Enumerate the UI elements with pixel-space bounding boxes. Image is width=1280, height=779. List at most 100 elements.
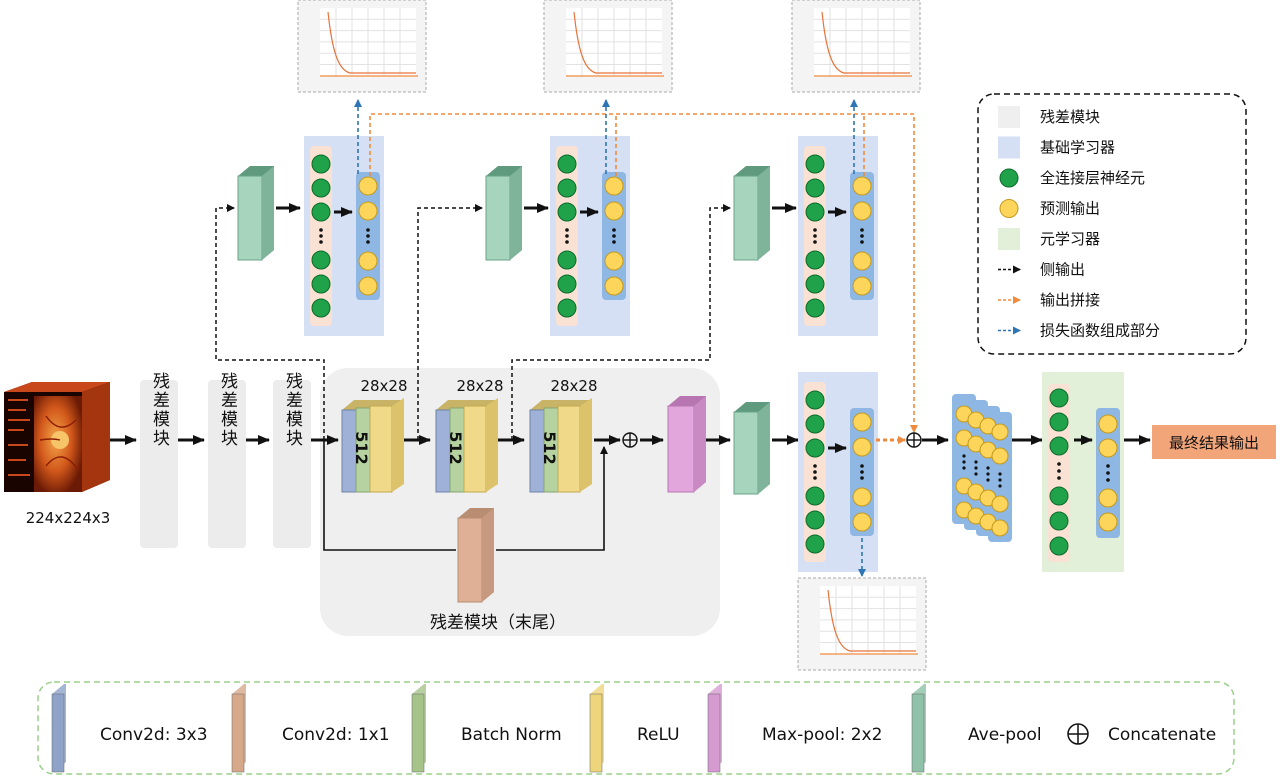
legend-bottom-item: Max-pool: 2x2 (707, 684, 882, 773)
neuron-node (311, 298, 331, 318)
residual-tail-label: 残差模块（末尾） (430, 613, 566, 633)
legend-swatch (231, 693, 245, 773)
prediction-node (852, 201, 872, 221)
final-output-box: 最终结果输出 (1152, 425, 1276, 459)
ellipsis-dot (565, 240, 569, 244)
legend-bottom-item: Conv2d: 3x3 (51, 684, 208, 773)
legend-right-item: 损失函数组成部分 (998, 322, 1160, 340)
prediction-node (852, 437, 872, 457)
legend-bottom-label: Conv2d: 3x3 (100, 725, 208, 745)
ellipsis-dot (860, 240, 864, 244)
residual-block-3: 残差模块 (273, 372, 311, 548)
loss-curve (821, 11, 910, 74)
legend-right-label: 元学习器 (1040, 230, 1100, 248)
legend-right-item: 侧输出 (998, 261, 1085, 279)
prediction-node (358, 201, 378, 221)
stacked-predictions (952, 394, 1012, 542)
neuron-node (311, 154, 331, 174)
neuron-node (805, 250, 825, 270)
legend-bottom-label: Max-pool: 2x2 (762, 725, 882, 745)
loss-lines (354, 99, 866, 577)
loss-chart-2 (543, 0, 673, 93)
prediction-node (358, 276, 378, 296)
neuron-node (805, 202, 825, 222)
legend-bottom-item: Concatenate (1067, 723, 1216, 745)
neuron-node (311, 178, 331, 198)
legend-bottom-label: Ave-pool (968, 725, 1042, 745)
ellipsis-dot (1057, 469, 1061, 473)
neuron-node (805, 298, 825, 318)
legend-bottom-label: Conv2d: 1x1 (282, 725, 390, 745)
prediction-node (852, 251, 872, 271)
base-learner-4 (798, 372, 878, 572)
base-learner-1 (304, 136, 384, 336)
legend-bottom-item: Conv2d: 1x1 (231, 684, 390, 773)
legend-right-label: 残差模块 (1040, 108, 1100, 126)
final-output-label: 最终结果输出 (1169, 434, 1259, 452)
neuron-node (557, 250, 577, 270)
neuron-node (311, 274, 331, 294)
legend-right-item: 残差模块 (998, 106, 1100, 128)
legend-right-item: 全连接层神经元 (999, 168, 1145, 188)
legend-swatch (998, 106, 1020, 128)
legend-swatch (998, 136, 1020, 159)
ellipsis-dot (366, 234, 370, 238)
input-size-label: 224x224x3 (26, 509, 111, 527)
prediction-node (358, 251, 378, 271)
avepool-side-1 (237, 166, 274, 261)
ellipsis-dot (860, 234, 864, 238)
ellipsis-dot (565, 228, 569, 232)
ellipsis-dot (998, 472, 1002, 476)
ellipsis-dot (813, 470, 817, 474)
legend-bottom-item: ReLU (589, 684, 680, 773)
neuron-node (805, 414, 825, 434)
legend-swatch (411, 693, 425, 773)
base-learner-2 (550, 136, 630, 336)
prediction-node (604, 276, 624, 296)
ellipsis-dot (1106, 478, 1110, 482)
meta-prediction-node (1098, 414, 1118, 434)
neuron-node (557, 154, 577, 174)
skip-connection (323, 440, 608, 551)
ellipsis-dot (565, 234, 569, 238)
meta-prediction-node (1098, 438, 1118, 458)
legend-right-item: 元学习器 (998, 228, 1100, 250)
residual-block-2-label: 残差模块 (217, 372, 238, 448)
avepool-side-2 (485, 166, 522, 261)
ellipsis-dot (860, 464, 864, 468)
legend-bottom-label: Concatenate (1108, 725, 1216, 745)
prediction-node (852, 512, 872, 532)
prediction-node (604, 251, 624, 271)
legend-right-label: 预测输出 (1040, 200, 1100, 218)
neuron-node (805, 274, 825, 294)
ellipsis-dot (1106, 464, 1110, 468)
avepool-side-3 (733, 166, 770, 261)
legend-bottom-item: Ave-pool (911, 684, 1042, 773)
prediction-node (852, 176, 872, 196)
ellipsis-dot (986, 466, 990, 470)
meta-neuron-node (1049, 511, 1069, 531)
neuron-node (805, 486, 825, 506)
loss-curve (327, 11, 416, 74)
legend-right-label: 全连接层神经元 (1040, 169, 1145, 187)
base-learner-3 (798, 136, 878, 336)
legend-right-item: 基础学习器 (998, 136, 1115, 159)
residual-block-3-label: 残差模块 (282, 372, 303, 448)
maxpool-block (667, 396, 706, 493)
conv-stack-2: 512 (435, 398, 498, 493)
neuron-node (805, 178, 825, 198)
neuron-node (805, 534, 825, 554)
neuron-node (805, 390, 825, 410)
neuron-node (805, 438, 825, 458)
legend-right-label: 侧输出 (1040, 261, 1085, 279)
meta-neuron-node (1049, 412, 1069, 432)
ellipsis-dot (962, 454, 966, 458)
loss-curve (827, 589, 916, 652)
meta-learner (1042, 372, 1124, 572)
stacked-prediction-node (991, 519, 1009, 537)
ellipsis-dot (319, 234, 323, 238)
legend-swatch (999, 168, 1019, 188)
stacked-prediction-node (991, 423, 1009, 441)
stacked-prediction-node (991, 447, 1009, 465)
